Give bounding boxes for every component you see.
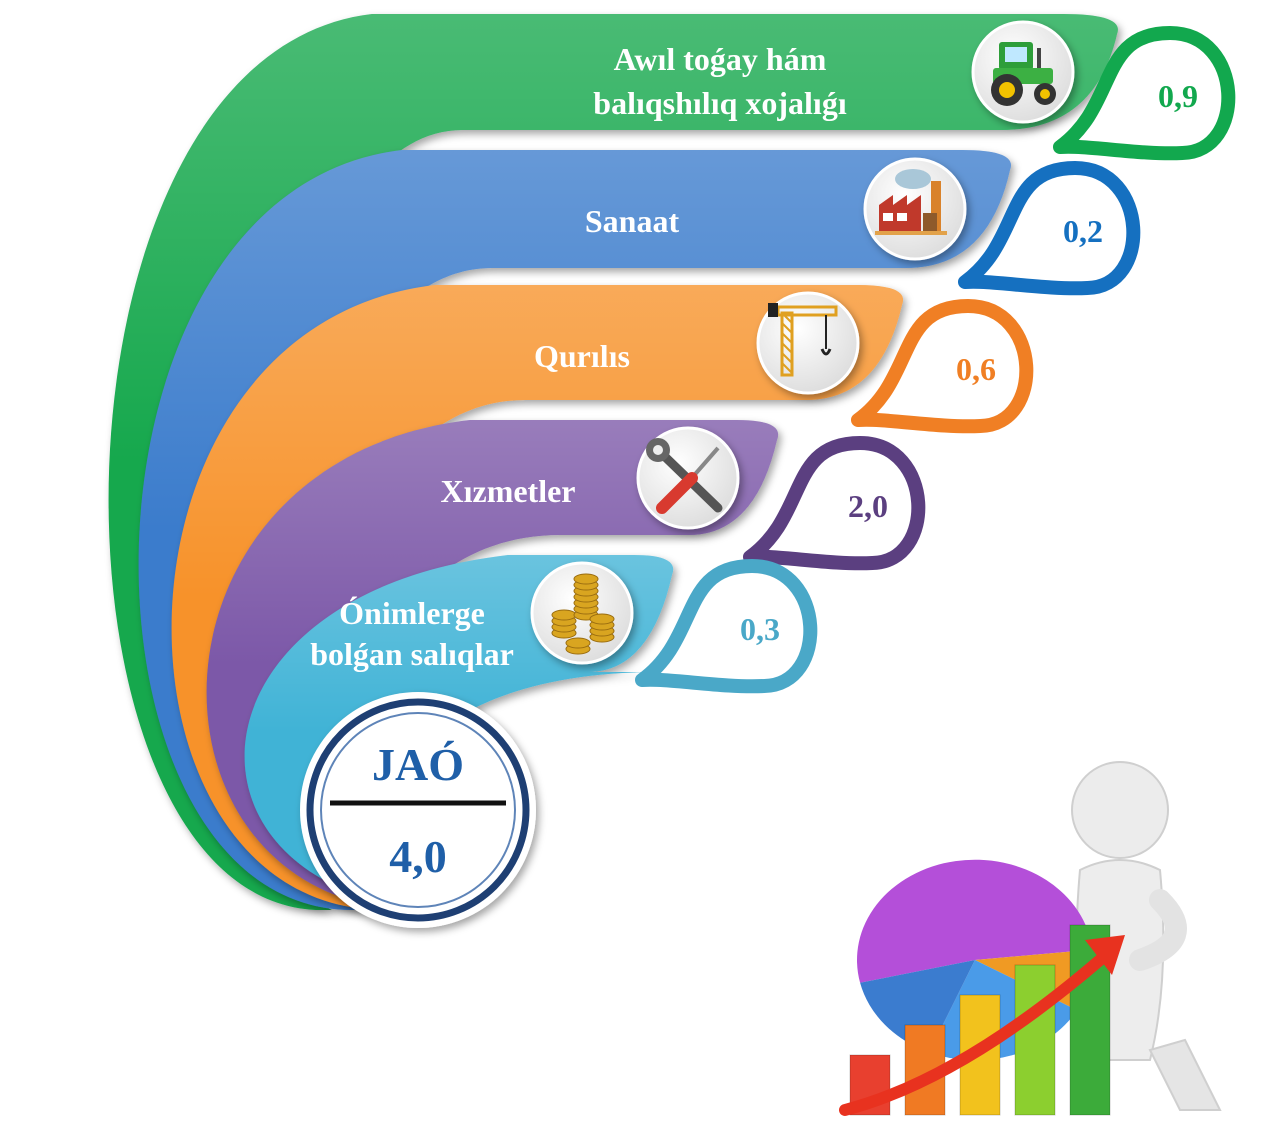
value-bubble: 0,3 <box>635 559 818 694</box>
sector-label: balıqshılıq xojalıǵı <box>593 85 847 121</box>
total-label: JAÓ <box>372 739 464 790</box>
crane-icon <box>756 291 860 395</box>
sector-value: 0,2 <box>1063 213 1103 249</box>
sector-value: 0,9 <box>1158 78 1198 114</box>
factory-icon <box>863 157 967 261</box>
total-value: 4,0 <box>389 831 447 882</box>
total-circle <box>300 692 536 928</box>
sector-label: Qurılıs <box>534 338 630 374</box>
sector-label: Awıl toǵay hám <box>614 41 827 77</box>
sector-label: Sanaat <box>585 203 680 239</box>
sector-label: Xızmetler <box>440 473 575 509</box>
value-bubble: 0,9 <box>1053 26 1236 161</box>
sector-label: Ónimlerge <box>339 595 485 631</box>
tractor-icon <box>971 20 1075 124</box>
sector-value: 0,3 <box>740 611 780 647</box>
value-bubble: 2,0 <box>743 436 926 571</box>
sector-label: bolǵan salıqlar <box>310 636 514 672</box>
sector-value: 2,0 <box>848 488 888 524</box>
sector-band-gloss <box>171 285 904 910</box>
coins-icon <box>530 561 634 665</box>
sector-value: 0,6 <box>956 351 996 387</box>
tools-icon <box>636 426 740 530</box>
value-bubble: 0,2 <box>958 161 1141 296</box>
figure-with-pie-chart-icon <box>839 761 1222 1116</box>
value-bubble: 0,6 <box>851 299 1034 434</box>
